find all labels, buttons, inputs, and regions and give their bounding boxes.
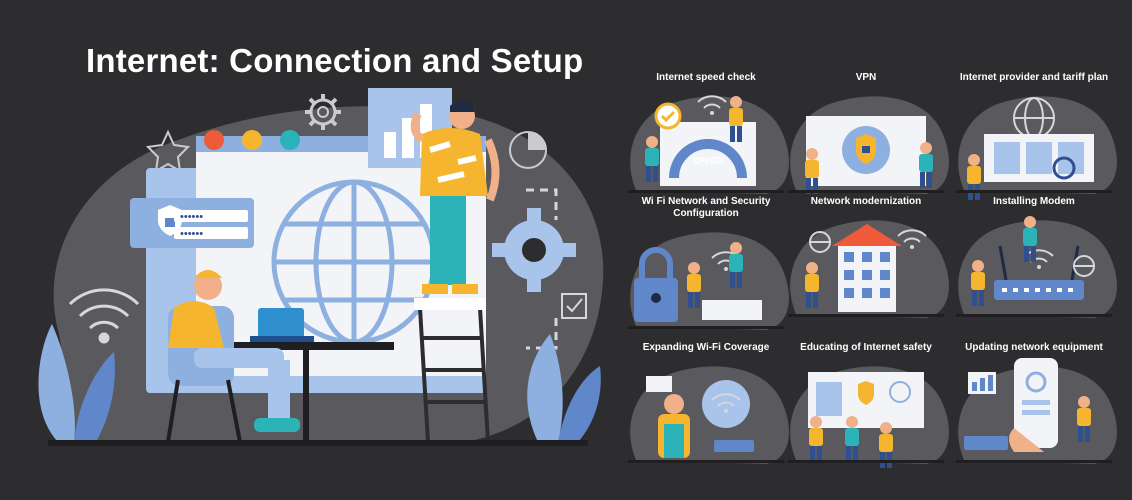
tile-title: Network modernization: [810, 196, 922, 207]
password-field-2: ••••••: [180, 228, 203, 240]
shield-lock-icon: [788, 96, 949, 194]
standing-man: [410, 100, 500, 294]
tile-title: Internet provider and tariff plan: [959, 72, 1109, 83]
page-title: Internet: Connection and Setup: [86, 42, 584, 79]
tile-title: Wi Fi Network and Security Configuration: [641, 196, 771, 219]
tile-title: Educating of Internet safety: [800, 342, 932, 353]
password-field-1: ••••••: [180, 211, 203, 223]
tile-shield-lock: VPN: [776, 72, 956, 202]
tile-globe-plans: Internet provider and tariff plan: [944, 72, 1124, 202]
building-icon: [788, 220, 949, 318]
tile-building: Network modernization: [776, 196, 956, 326]
tile-title: Updating network equipment: [965, 342, 1103, 353]
tile-title: Installing Modem: [993, 196, 1075, 207]
tile-padlock-wifi: Wi Fi Network and Security Configuration: [616, 196, 796, 330]
plant-right: [527, 334, 601, 442]
gear-icon: [492, 208, 576, 292]
tile-classroom: Educating of Internet safety: [776, 342, 956, 472]
hero-illustration: •••••• ••••••: [38, 88, 604, 446]
desk: [218, 308, 394, 440]
checkbox-icon: [561, 293, 587, 319]
classroom-icon: [788, 366, 949, 468]
window-dot-red: [204, 130, 224, 150]
speedometer-icon: SPEED: [628, 95, 789, 194]
window-dot-yellow: [242, 130, 262, 150]
tile-title: Internet speed check: [656, 72, 756, 83]
window-dot-teal: [280, 130, 300, 150]
phone-update-icon: [956, 358, 1117, 464]
tile-wifi-expand: Expanding Wi-Fi Coverage: [616, 342, 796, 472]
padlock-wifi-icon: [628, 232, 789, 330]
wifi-icon: [68, 288, 140, 344]
tile-phone-update: Updating network equipment: [944, 342, 1124, 472]
seated-man: [166, 270, 300, 443]
tile-title: VPN: [855, 72, 877, 83]
tile-speedometer: SPEED Internet speed check: [616, 72, 796, 202]
wifi-expand-icon: [628, 366, 789, 464]
ladder: [418, 307, 490, 443]
tile-title: Expanding Wi-Fi Coverage: [642, 342, 770, 353]
star-icon: [145, 129, 191, 173]
globe-plans-icon: [956, 96, 1117, 200]
router-icon: [956, 216, 1117, 318]
tile-router: Installing Modem: [944, 196, 1124, 326]
speed-badge: SPEED: [693, 156, 724, 166]
gear-icon: [305, 94, 341, 130]
pie-chart-icon: [509, 131, 547, 169]
password-card: •••••• ••••••: [130, 198, 254, 248]
plant-left: [38, 324, 115, 442]
